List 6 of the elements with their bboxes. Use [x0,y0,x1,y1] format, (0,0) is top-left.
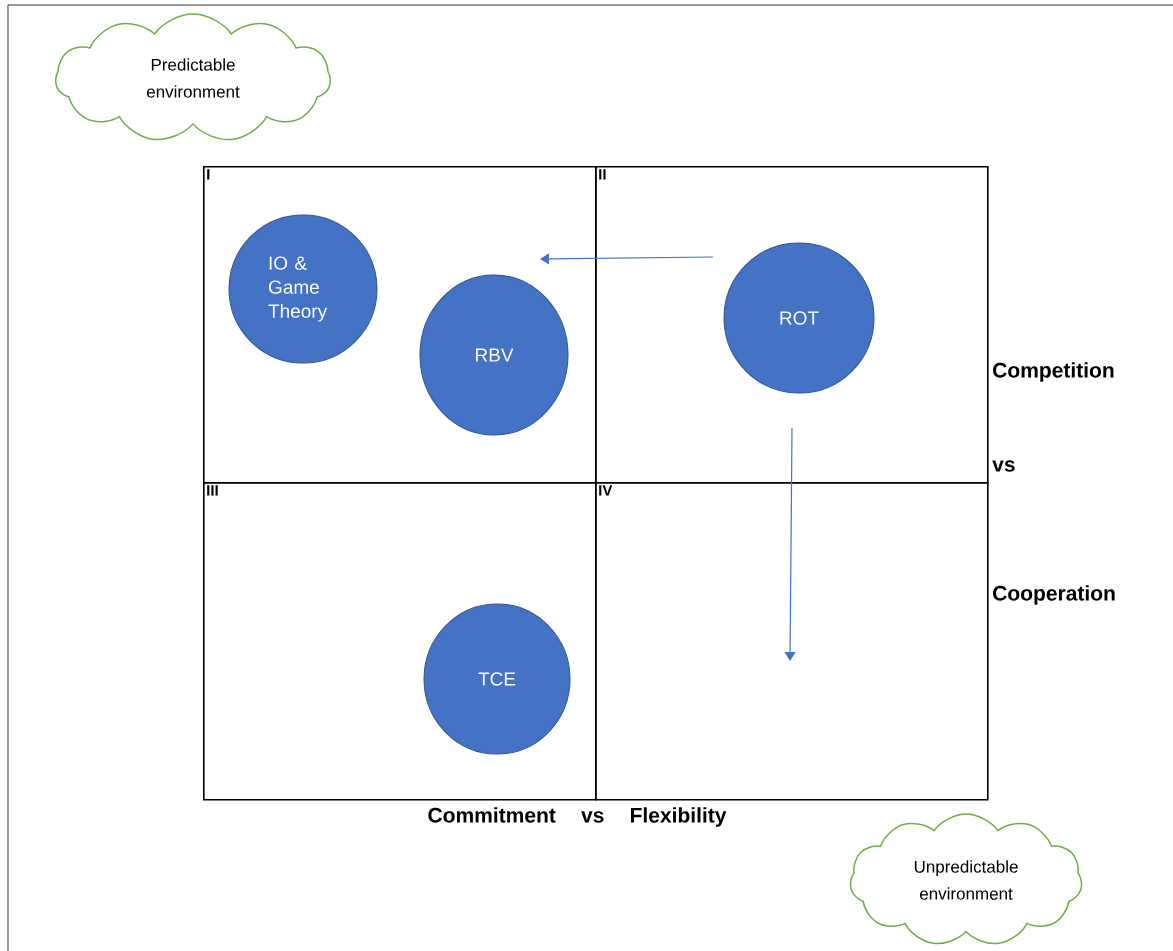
cloud: Predictable environment [55,13,331,141]
axis-label: vs [992,460,1015,472]
axis-label: Competition [993,362,1114,382]
cloud: Unpredictable environment [849,813,1083,945]
quadrant-box: IV [595,482,989,801]
axis-label: Commitment vs Flexibility [428,807,727,827]
